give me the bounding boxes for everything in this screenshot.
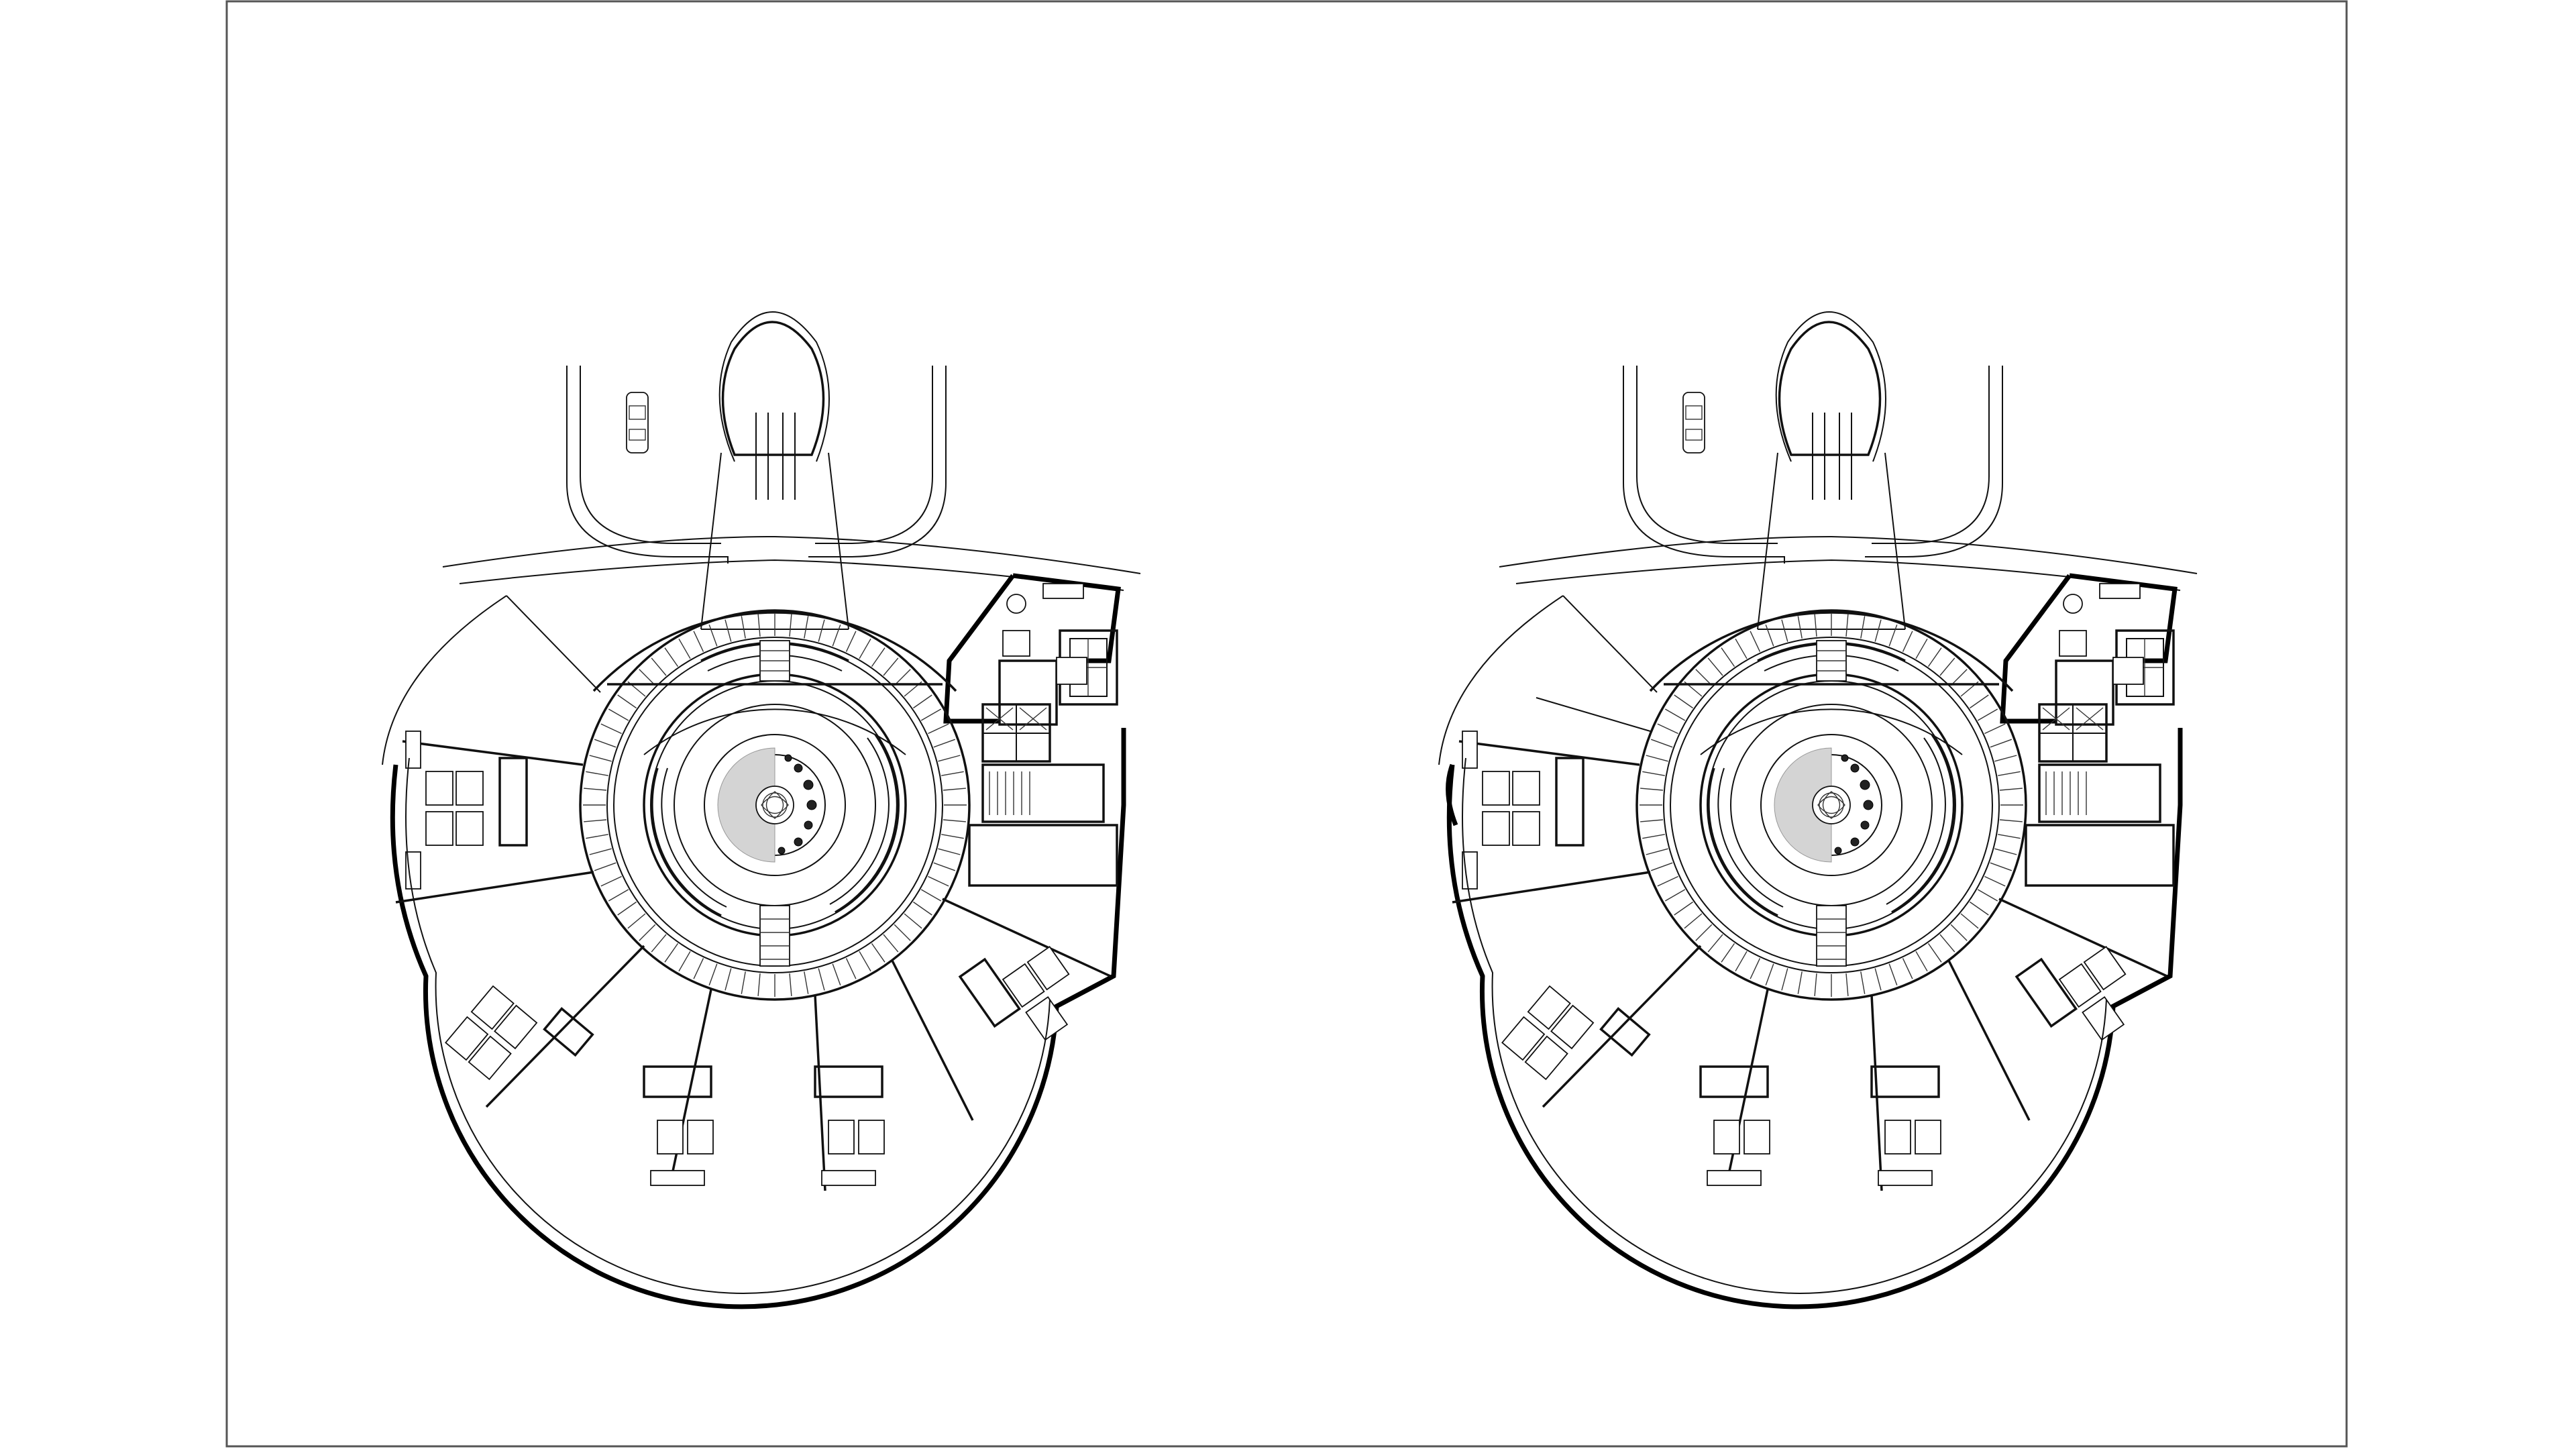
sheet-border xyxy=(225,0,2348,1448)
plan-left xyxy=(382,312,1140,1307)
plan-right xyxy=(1439,312,2197,1307)
